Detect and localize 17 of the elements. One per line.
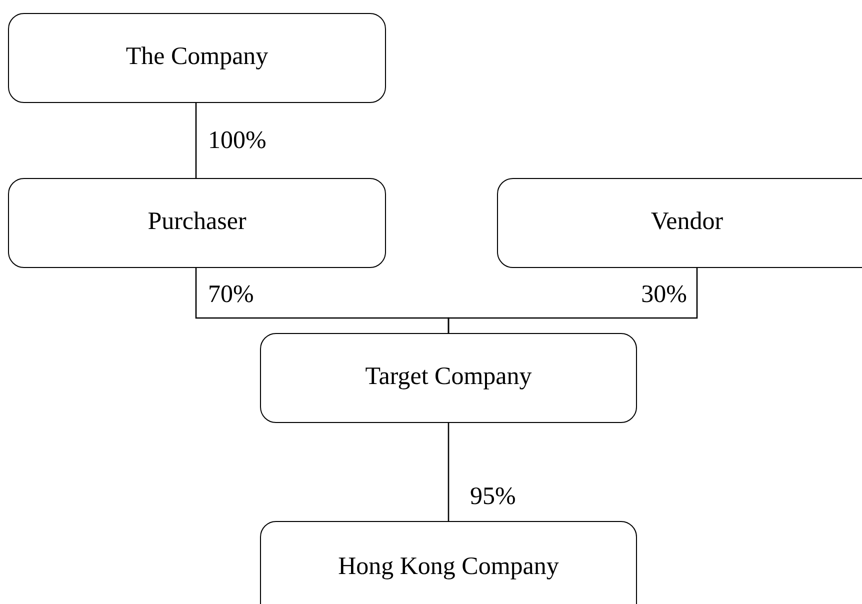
- entity-box: [497, 178, 862, 268]
- entity-name: Vendor: [650, 208, 724, 236]
- connector-line: [195, 103, 197, 178]
- connector-line: [448, 423, 450, 521]
- entity-name: Purchaser: [148, 208, 246, 236]
- entity-box: [8, 13, 386, 103]
- entity-name: Hong Kong Company: [338, 553, 559, 581]
- edge-label: 30%: [641, 282, 687, 307]
- connector-line: [448, 268, 698, 333]
- entity-box: [260, 521, 637, 604]
- entity-box: [260, 333, 637, 423]
- entity-name: The Company: [126, 43, 268, 71]
- edge-label: 100%: [208, 128, 266, 153]
- entity-box: [8, 178, 386, 268]
- edge-label: 70%: [208, 282, 254, 307]
- edge-label: 95%: [470, 484, 516, 509]
- entity-name: Target Company: [365, 363, 532, 391]
